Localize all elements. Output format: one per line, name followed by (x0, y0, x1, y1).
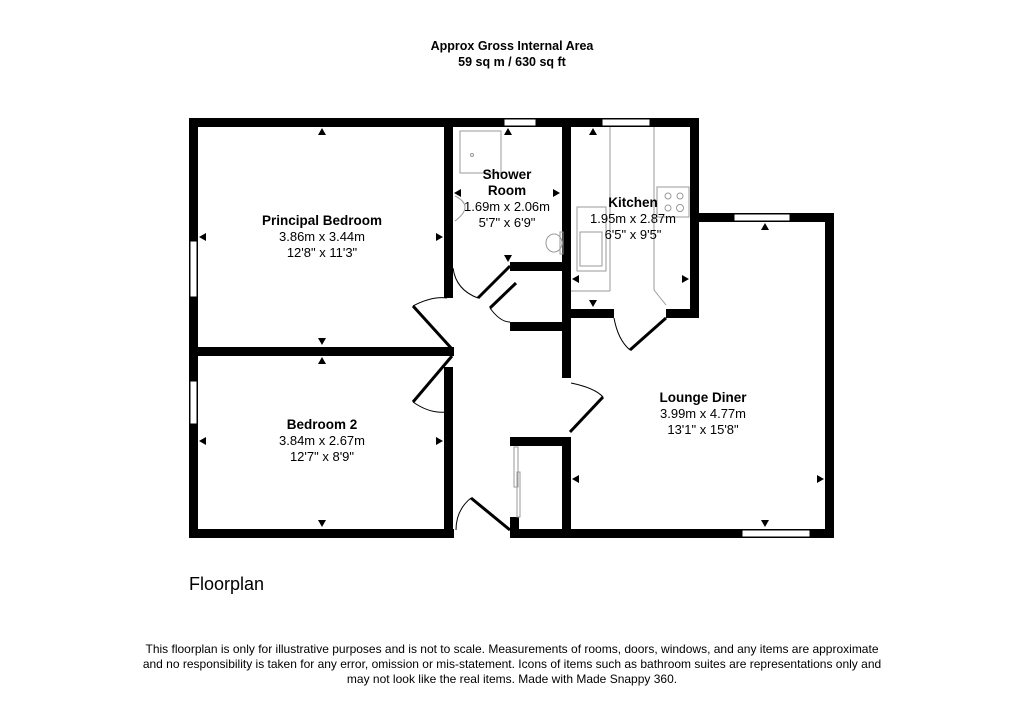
toilet-icon (545, 233, 563, 253)
room-imperial: 13'1" x 15'8" (667, 422, 739, 437)
room-bedroom-2: Bedroom 2 3.84m x 2.67m 12'7" x 8'9" (279, 417, 365, 465)
basin-icon (454, 195, 466, 222)
room-name: Kitchen (608, 195, 658, 210)
room-imperial: 5'7" x 6'9" (478, 215, 536, 230)
room-imperial: 6'5" x 9'5" (604, 227, 662, 242)
room-shower-room: Shower Room 1.69m x 2.06m 5'7" x 6'9" (464, 167, 550, 231)
room-imperial: 12'8" x 11'3" (286, 245, 358, 260)
area-header: Approx Gross Internal Area 59 sq m / 630… (0, 38, 1024, 70)
room-name-line2: Room (487, 183, 527, 198)
windows (189, 118, 811, 538)
walls (189, 118, 834, 538)
room-metric: 3.99m x 4.77m (660, 406, 746, 421)
room-name: Shower (482, 167, 532, 182)
room-metric: 1.95m x 2.87m (590, 211, 676, 226)
disclaimer: This floorplan is only for illustrative … (0, 642, 1024, 687)
room-imperial: 12'7" x 8'9" (289, 449, 355, 464)
room-metric: 3.84m x 2.67m (279, 433, 365, 448)
room-kitchen: Kitchen 1.95m x 2.87m 6'5" x 9'5" (590, 195, 676, 243)
room-lounge-diner: Lounge Diner 3.99m x 4.77m 13'1" x 15'8" (660, 390, 747, 438)
doors (411, 264, 667, 532)
plan-title: Floorplan (189, 574, 265, 594)
disclaimer-line: may not look like the real items. Made w… (346, 672, 678, 686)
dimension-arrows (199, 128, 824, 527)
room-metric: 1.69m x 2.06m (464, 199, 550, 214)
fixtures (454, 127, 690, 518)
shower-tray-icon (459, 130, 502, 174)
room-principal-bedroom: Principal Bedroom 3.86m x 3.44m 12'8" x … (262, 213, 382, 261)
room-name: Lounge Diner (659, 390, 747, 405)
disclaimer-line: and no responsibility is taken for any e… (142, 657, 882, 671)
door-swings (412, 267, 631, 531)
disclaimer-line: This floorplan is only for illustrative … (145, 642, 879, 656)
room-name: Bedroom 2 (286, 417, 358, 432)
hob-icon (656, 186, 690, 218)
room-name: Principal Bedroom (261, 213, 383, 228)
area-title: Approx Gross Internal Area (430, 39, 594, 53)
room-metric: 3.86m x 3.44m (279, 229, 365, 244)
cupboard-rail (513, 446, 519, 488)
area-value: 59 sq m / 630 sq ft (458, 55, 566, 69)
sink-icon (576, 206, 607, 272)
